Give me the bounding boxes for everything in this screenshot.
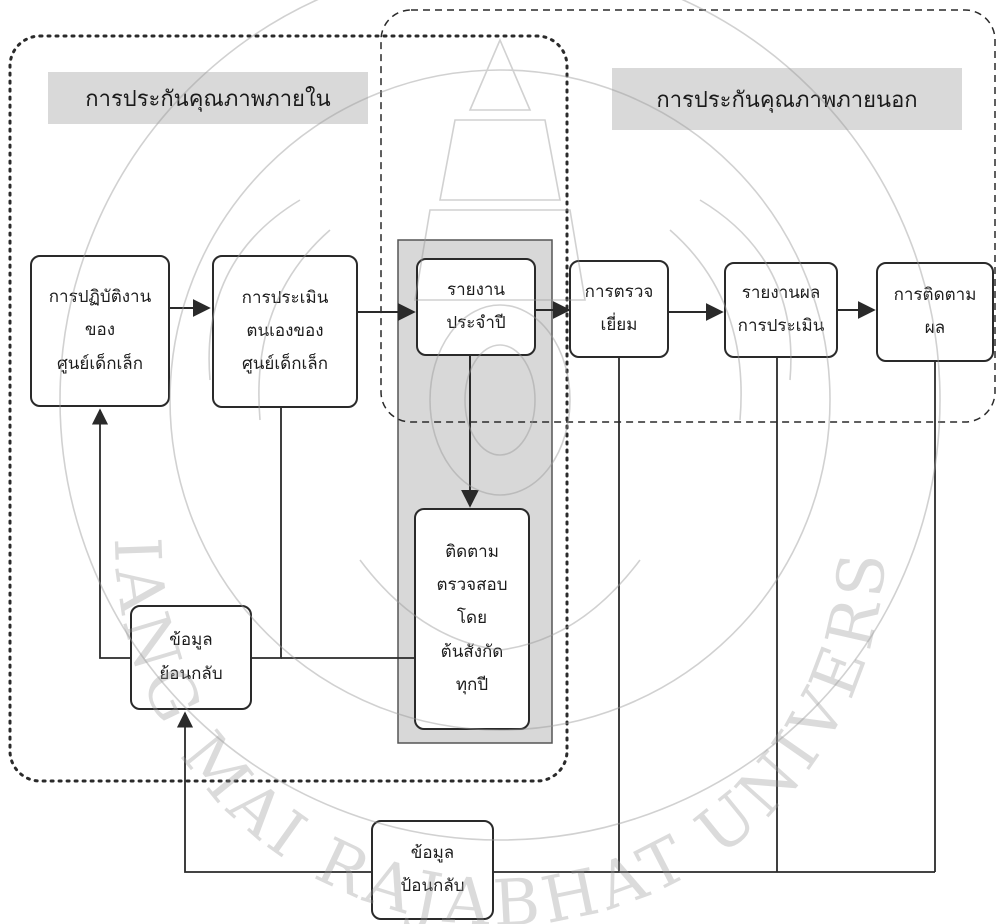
annual-report-node: รายงาน ประจำปี — [416, 258, 536, 356]
operation-node: การปฏิบัติงาน ของ ศูนย์เด็กเล็ก — [30, 255, 170, 407]
external-feedback-node: ข้อมูล ป้อนกลับ — [371, 820, 494, 920]
arrow-external-feedback-to-internal-feedback — [176, 711, 371, 873]
site-visit-node: การตรวจ เยี่ยม — [569, 260, 669, 358]
internal-qa-label: การประกันคุณภาพภายใน — [48, 72, 368, 124]
external-region-border — [380, 9, 996, 423]
annual-monitoring-node: ติดตาม ตรวจสอบ โดย ต้นสังกัด ทุกปี — [414, 508, 530, 730]
external-qa-label: การประกันคุณภาพภายนอก — [612, 68, 962, 130]
internal-region-border — [8, 34, 569, 783]
line-self-assessment-to-feedback — [252, 408, 282, 659]
self-assessment-node: การประเมิน ตนเองของ ศูนย์เด็กเล็ก — [212, 255, 358, 408]
internal-feedback-node: ข้อมูล ย้อนกลับ — [130, 605, 252, 710]
assessment-report-node: รายงานผล การประเมิน — [724, 262, 838, 358]
follow-up-node: การติดตาม ผล — [876, 262, 994, 362]
arrow-feedback-to-operation — [91, 408, 130, 659]
